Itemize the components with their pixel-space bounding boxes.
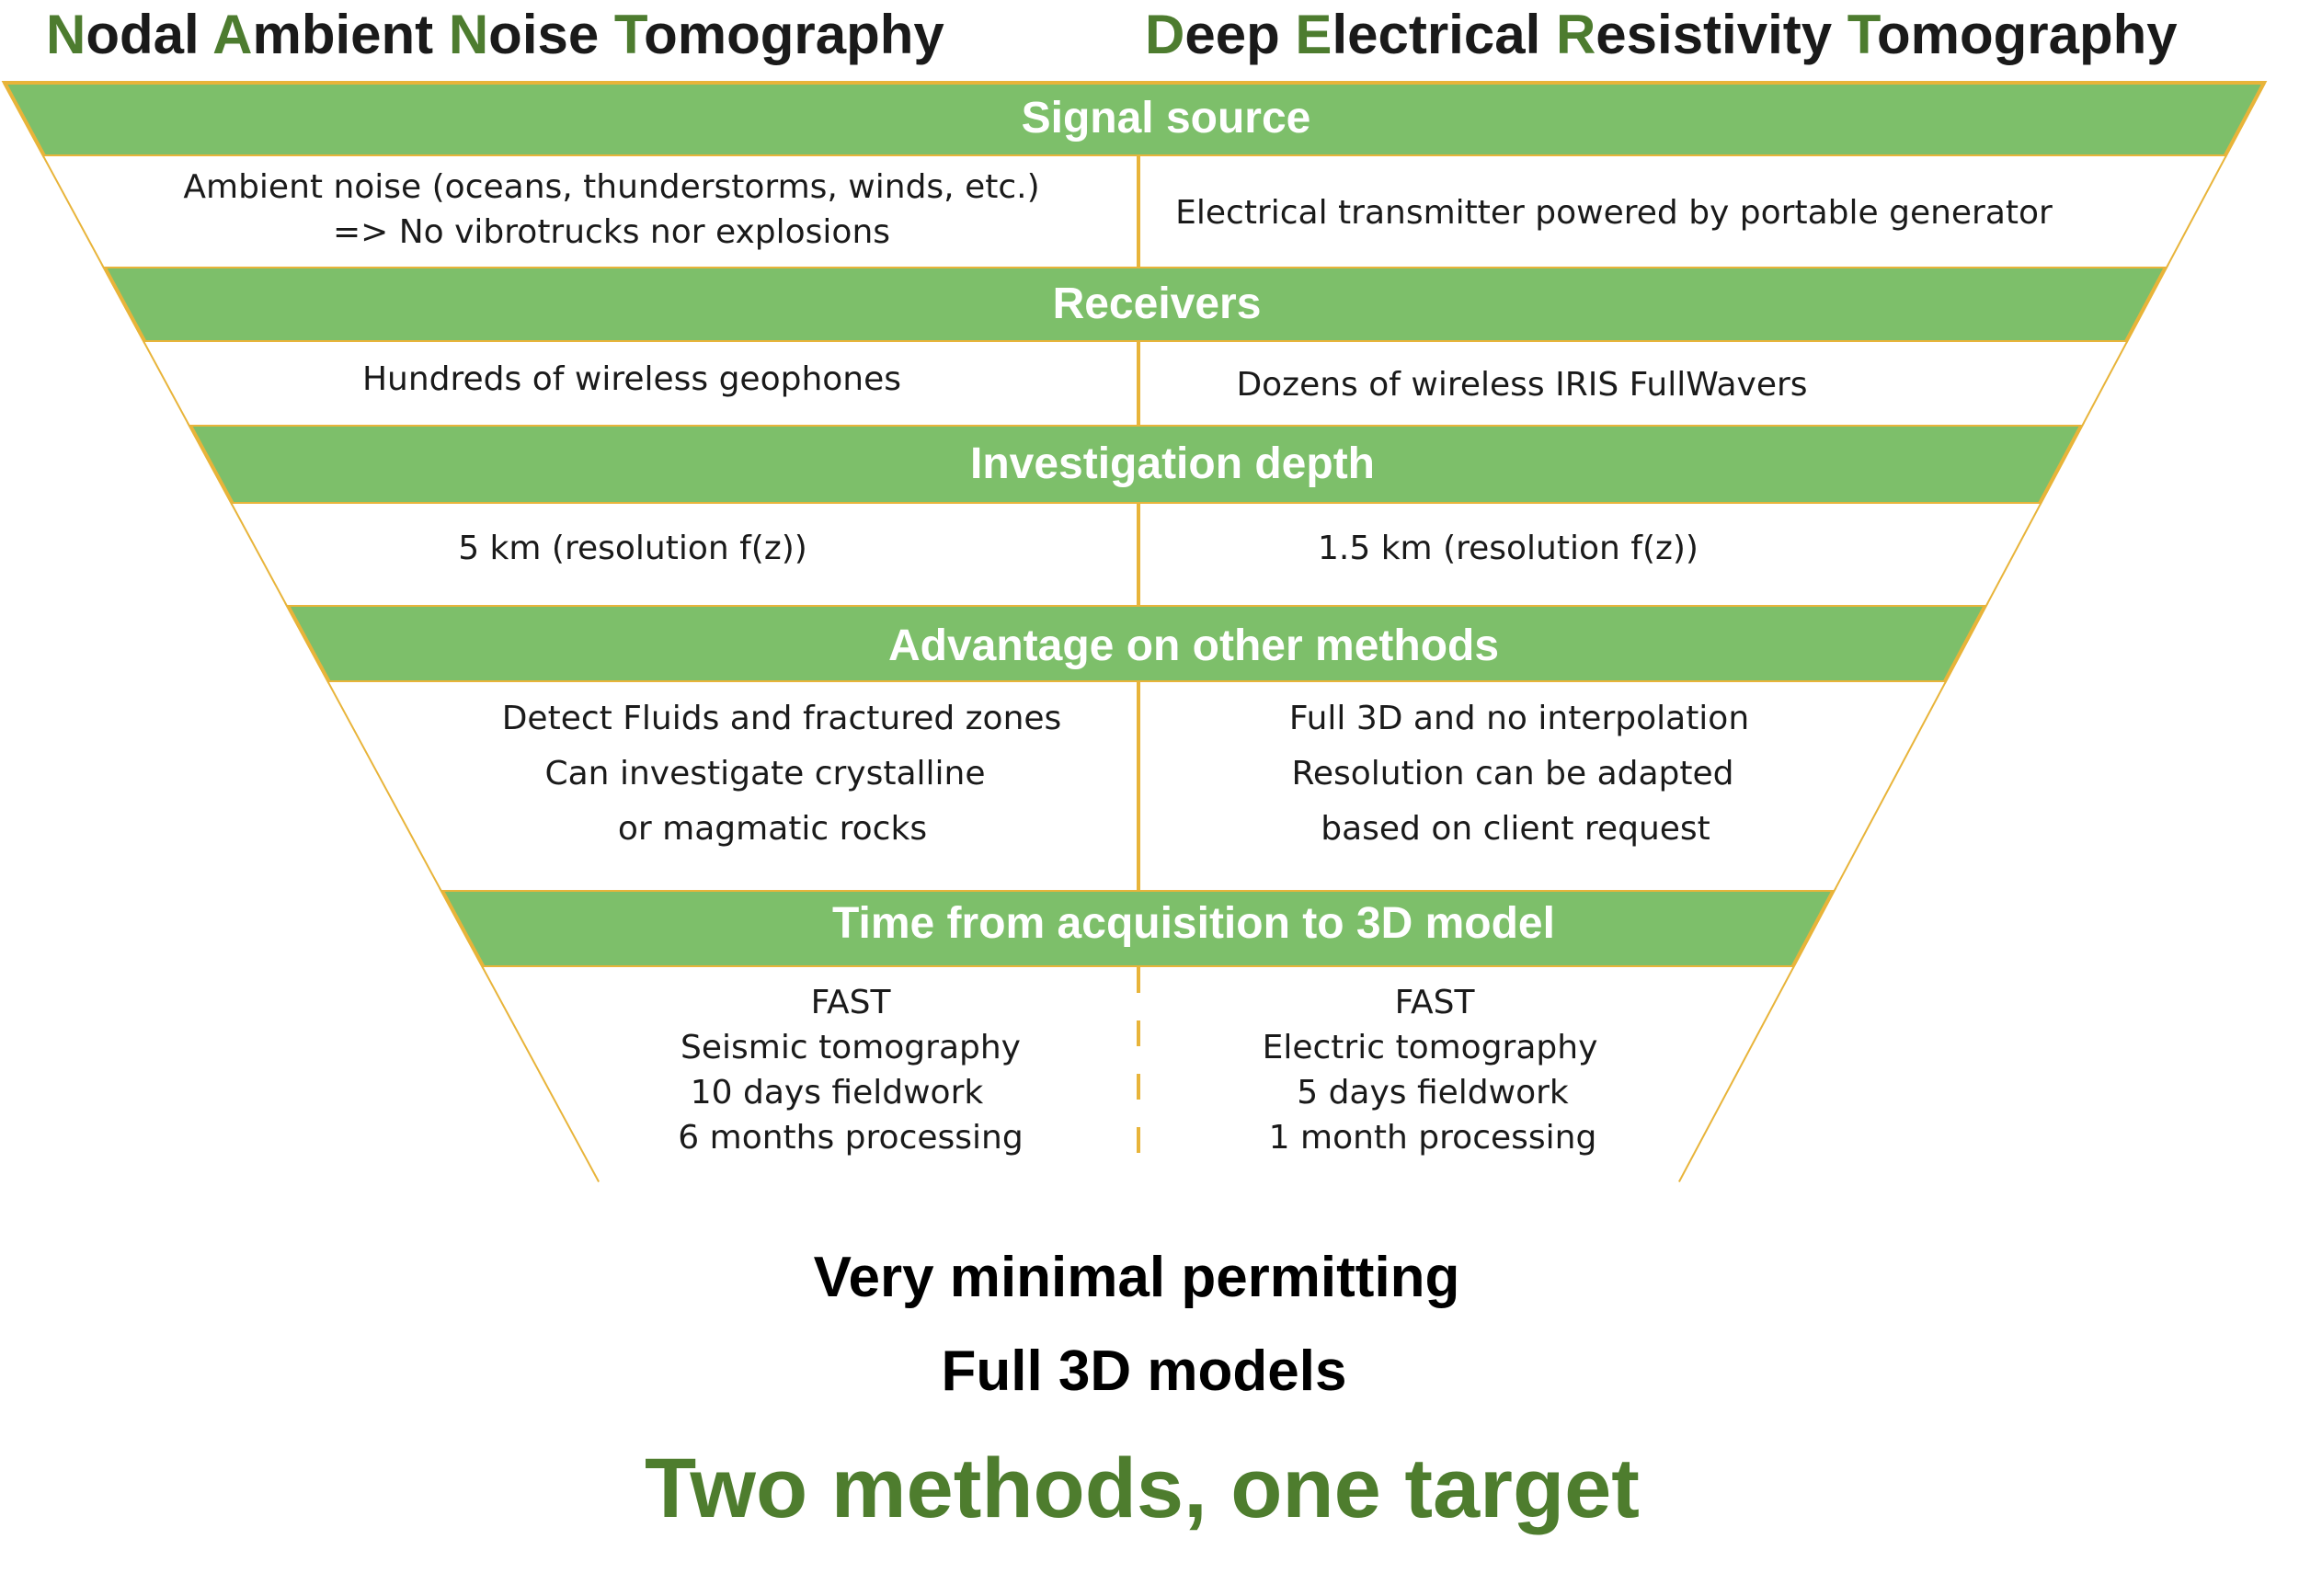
title-right-word-1: lectrical [1332, 4, 1556, 65]
title-left-word-3: omography [644, 4, 944, 65]
title-left: Nodal Ambient Noise Tomography [46, 4, 944, 65]
footer-line-2: Full 3D models [942, 1340, 1347, 1403]
signal-source-left-line-2: => No vibrotrucks nor explosions [333, 213, 890, 251]
receivers-left-line-1: Hundreds of wireless geophones [362, 360, 901, 398]
title-right-initial-3: T [1847, 4, 1881, 65]
title-left-word-2: oise [488, 4, 614, 65]
header-receivers: Receivers [1053, 279, 1262, 328]
title-right-word-2: esistivity [1596, 4, 1847, 65]
time-left-line-1: FAST [811, 984, 892, 1021]
footer-line-1: Very minimal permitting [814, 1246, 1460, 1309]
depth-left-line-1: 5 km (resolution f(z)) [458, 530, 807, 567]
cell-row-receivers [144, 342, 2126, 425]
cell-row-investigation-depth [232, 504, 2040, 605]
time-right-line-2: Electric tomography [1263, 1029, 1598, 1066]
time-left-line-4: 6 months processing [678, 1119, 1023, 1157]
time-right-line-3: 5 days fieldwork [1297, 1074, 1569, 1112]
time-right-line-1: FAST [1395, 984, 1476, 1021]
depth-right-line-1: 1.5 km (resolution f(z)) [1318, 530, 1699, 567]
advantage-right-line-3: based on client request [1321, 810, 1710, 848]
time-right-line-4: 1 month processing [1269, 1119, 1597, 1157]
advantage-left-line-1: Detect Fluids and fractured zones [502, 700, 1062, 737]
title-right-word-3: omography [1877, 4, 2178, 65]
time-left-line-2: Seismic tomography [681, 1029, 1021, 1066]
header-signal-source: Signal source [1022, 94, 1311, 142]
time-left-line-3: 10 days fieldwork [691, 1074, 984, 1112]
signal-source-right-line-1: Electrical transmitter powered by portab… [1175, 194, 2053, 232]
advantage-right-line-2: Resolution can be adapted [1291, 755, 1733, 792]
title-right-word-0: eep [1184, 4, 1295, 65]
title-right: Deep Electrical Resistivity Tomography [1145, 4, 2178, 65]
cell-row-signal-source [44, 156, 2225, 267]
signal-source-left-line-1: Ambient noise (oceans, thunderstorms, wi… [183, 168, 1039, 206]
footer-tagline: Two methods, one target [645, 1442, 1640, 1535]
title-right-initial-1: E [1295, 4, 1332, 65]
advantage-left-line-2: Can investigate crystalline [544, 755, 985, 792]
title-left-word-1: mbient [252, 4, 448, 65]
title-left-initial-3: T [614, 4, 647, 65]
header-time: Time from acquisition to 3D model [832, 899, 1555, 948]
receivers-right-line-1: Dozens of wireless IRIS FullWavers [1236, 366, 1807, 404]
header-investigation-depth: Investigation depth [970, 439, 1375, 488]
advantage-left-line-3: or magmatic rocks [618, 810, 927, 848]
title-right-initial-2: R [1556, 4, 1596, 65]
title-right-initial-0: D [1145, 4, 1184, 65]
title-left-word-0: odal [86, 4, 212, 65]
advantage-right-line-1: Full 3D and no interpolation [1289, 700, 1749, 737]
title-left-initial-2: N [449, 4, 488, 65]
title-left-initial-0: N [46, 4, 86, 65]
header-advantage: Advantage on other methods [888, 621, 1499, 670]
title-left-initial-1: A [212, 4, 252, 65]
